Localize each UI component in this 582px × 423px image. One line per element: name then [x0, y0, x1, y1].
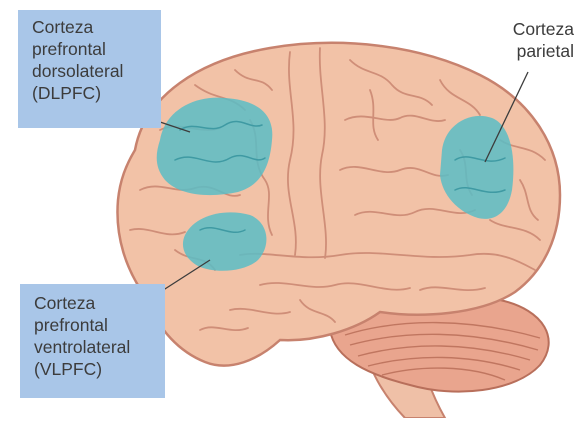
dlpfc-label-line: dorsolateral — [32, 60, 153, 82]
vlpfc-label-line: (VLPFC) — [34, 358, 157, 380]
parietal-label-line: parietal — [513, 40, 574, 62]
vlpfc-label-line: Corteza — [34, 292, 157, 314]
dlpfc-label-line: (DLPFC) — [32, 82, 153, 104]
vlpfc-label-line: prefrontal — [34, 314, 157, 336]
dlpfc-label-line: Corteza — [32, 16, 153, 38]
vlpfc-label-line: ventrolateral — [34, 336, 157, 358]
parietal-label: Corteza parietal — [513, 18, 574, 62]
dlpfc-label: Corteza prefrontal dorsolateral (DLPFC) — [18, 10, 161, 128]
parietal-label-line: Corteza — [513, 18, 574, 40]
vlpfc-label: Corteza prefrontal ventrolateral (VLPFC) — [20, 284, 165, 398]
dlpfc-label-line: prefrontal — [32, 38, 153, 60]
